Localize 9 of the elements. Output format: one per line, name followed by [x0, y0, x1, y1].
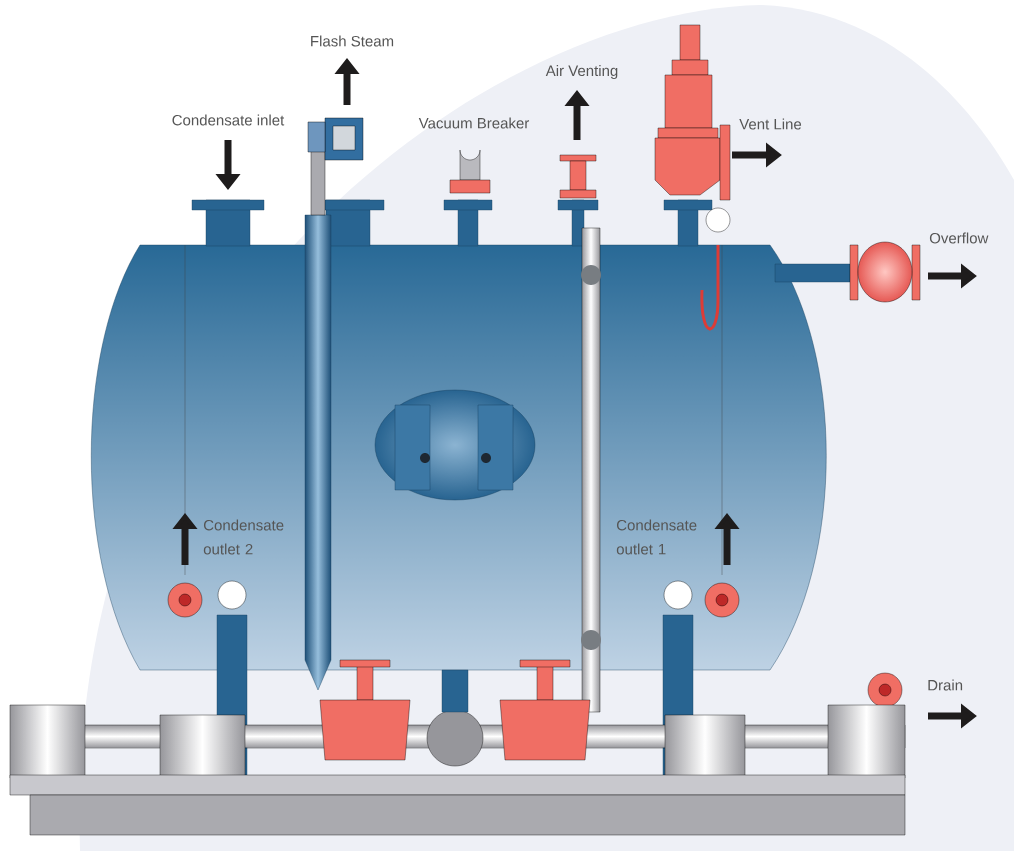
flow-label: Vent Line — [739, 118, 802, 130]
flow-label: Condensate inlet — [172, 114, 285, 126]
flow-label: Overflow — [929, 232, 989, 244]
flow-label: Flash Steam — [311, 35, 394, 47]
flow-label: Condensate outlet 2 — [203, 519, 284, 555]
flow-label: Condensate outlet 1 — [616, 519, 697, 555]
flow-label: Air Venting — [545, 65, 618, 79]
flow-label: Drain — [928, 679, 963, 691]
flow-label: Vacuum Breaker — [418, 117, 530, 129]
